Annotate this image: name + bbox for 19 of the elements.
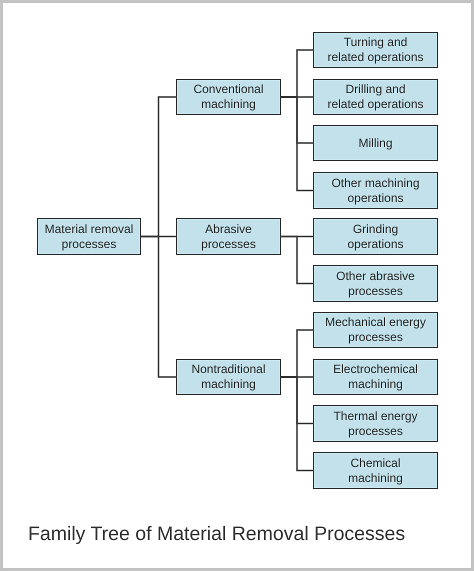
process-box: Other machining operations — [313, 172, 438, 209]
process-box: Conventional machining — [176, 79, 281, 115]
process-box: Electrochemical machining — [313, 359, 438, 395]
process-box: Other abrasive processes — [313, 265, 438, 302]
process-box: Abrasive processes — [176, 218, 281, 255]
process-box: Drilling and related operations — [313, 79, 438, 115]
process-box: Turning and related operations — [313, 32, 438, 68]
process-box: Mechanical energy processes — [313, 312, 438, 348]
connector-line — [281, 376, 313, 472]
caption: Family Tree of Material Removal Processes — [28, 523, 406, 546]
process-box: Nontraditional machining — [176, 359, 281, 395]
process-box: Milling — [313, 125, 438, 161]
connector-line — [281, 236, 313, 284]
connector-line — [141, 236, 176, 378]
process-box: Material removal processes — [37, 218, 141, 255]
process-box: Thermal energy processes — [313, 405, 438, 442]
connector-line — [281, 96, 313, 192]
process-box: Chemical machining — [313, 452, 438, 489]
process-box: Grinding operations — [313, 218, 438, 255]
